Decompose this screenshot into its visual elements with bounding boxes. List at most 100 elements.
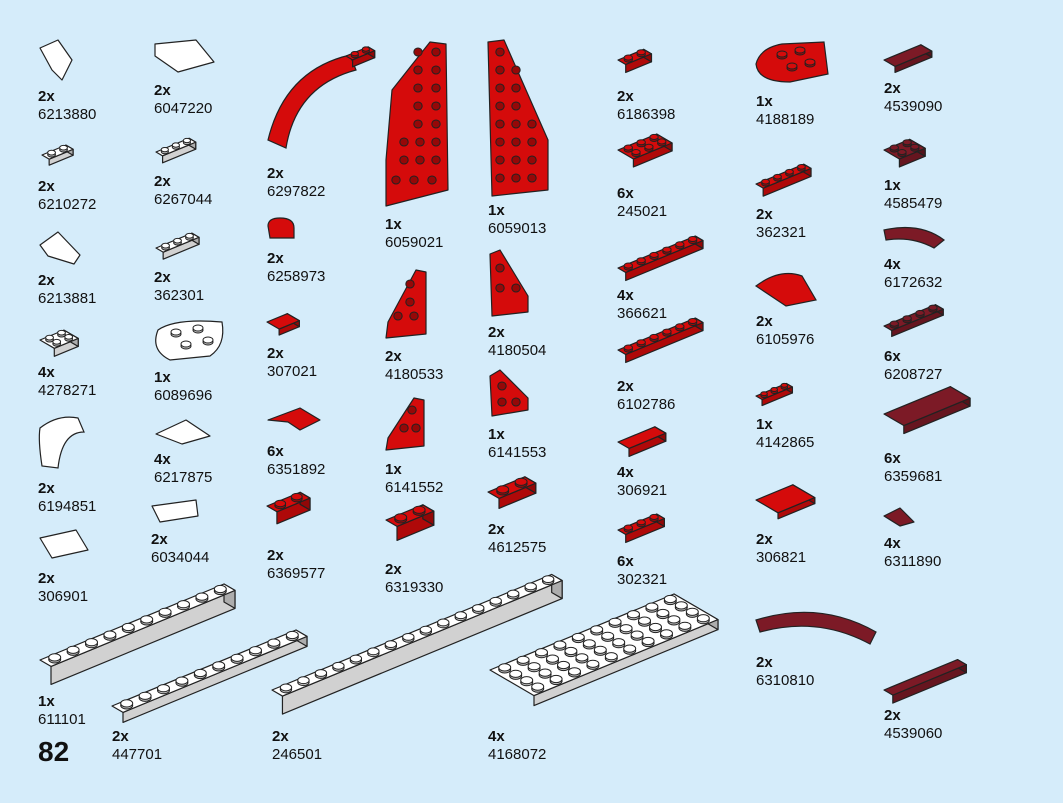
brick-stud	[202, 336, 214, 344]
brick-stud	[495, 155, 505, 165]
brick-stud	[663, 594, 677, 604]
brick-stud	[361, 46, 370, 52]
part-number: 4180533	[385, 366, 444, 383]
part-quantity: 2x	[38, 178, 55, 195]
brick-stud	[495, 83, 505, 93]
brick-stud	[623, 262, 633, 269]
brick-stud	[85, 638, 98, 647]
part-quantity: 1x	[385, 216, 402, 233]
brick-stud	[527, 173, 537, 183]
brick-stud	[656, 608, 670, 618]
part-number: 307021	[267, 363, 318, 380]
brick-shape	[154, 39, 215, 73]
brick-stud	[182, 137, 191, 144]
part-number: 6213880	[38, 106, 97, 123]
part-number: 6141553	[488, 444, 547, 461]
brick-stud	[230, 653, 244, 662]
brick-stud	[527, 137, 537, 147]
brick-shape	[489, 249, 529, 317]
part-quantity: 2x	[385, 348, 402, 365]
brick-stud	[185, 232, 194, 239]
part-quantity: 1x	[488, 426, 505, 443]
part-number: 6172632	[884, 274, 943, 291]
brick-stud	[612, 638, 626, 647]
brick-stud	[516, 655, 530, 664]
brick-stud	[678, 621, 692, 630]
brick-shape	[267, 54, 357, 149]
part-quantity: 6x	[884, 450, 901, 467]
brick-stud	[409, 175, 419, 185]
brick-stud	[158, 607, 172, 616]
brick-stud	[103, 630, 117, 639]
brick-stud	[409, 311, 419, 321]
brick-stud	[495, 137, 505, 147]
part-number: 4539060	[884, 725, 943, 742]
part-quantity: 2x	[154, 173, 171, 190]
brick-stud	[509, 669, 523, 678]
part-number: 362321	[756, 224, 807, 241]
part-quantity: 1x	[756, 416, 773, 433]
brick-stud	[511, 155, 521, 165]
brick-stud	[160, 146, 169, 153]
part-quantity: 2x	[38, 570, 55, 587]
brick-stud	[180, 340, 192, 348]
brick-stud	[495, 65, 505, 75]
brick-stud	[173, 237, 182, 244]
brick-stud	[411, 423, 421, 433]
brick-stud	[575, 653, 589, 662]
brick-stud	[638, 616, 651, 625]
brick-shape	[755, 484, 816, 514]
brick-stud	[786, 62, 798, 70]
brick-stud	[64, 333, 74, 340]
brick-stud	[212, 661, 226, 670]
part-number: 4539090	[884, 98, 943, 115]
brick-stud	[553, 640, 567, 649]
brick-stud	[290, 492, 303, 501]
brick-stud	[437, 618, 450, 627]
part-quantity: 2x	[756, 206, 773, 223]
part-quantity: 2x	[756, 531, 773, 548]
part-quantity: 2x	[884, 80, 901, 97]
brick-stud	[511, 65, 521, 75]
part-quantity: 2x	[38, 272, 55, 289]
brick-stud	[623, 144, 633, 151]
part-number: 6297822	[267, 183, 326, 200]
brick-stud	[489, 596, 502, 605]
brick-stud	[213, 584, 227, 594]
part-quantity: 1x	[385, 461, 402, 478]
part-quantity: 4x	[617, 287, 634, 304]
brick-stud	[761, 178, 770, 185]
brick-stud	[193, 668, 207, 678]
brick-shape	[266, 313, 300, 330]
brick-stud	[511, 137, 521, 147]
brick-stud	[350, 50, 359, 57]
brick-stud	[627, 610, 640, 619]
brick-stud	[511, 101, 521, 111]
brick-stud	[645, 602, 659, 611]
part-number: 6319330	[385, 579, 444, 596]
brick-stud	[431, 101, 441, 111]
part-number: 6194851	[38, 498, 97, 515]
brick-stud	[495, 173, 505, 183]
brick-stud	[394, 513, 408, 522]
brick-stud	[249, 646, 262, 655]
brick-stud	[297, 676, 310, 685]
brick-shape	[883, 44, 933, 68]
brick-stud	[407, 405, 417, 415]
part-number: 246501	[272, 746, 323, 763]
brick-stud	[472, 604, 485, 612]
brick-stud	[902, 139, 912, 146]
part-number: 6089696	[154, 387, 213, 404]
brick-stud	[161, 242, 170, 249]
part-quantity: 4x	[617, 464, 634, 481]
